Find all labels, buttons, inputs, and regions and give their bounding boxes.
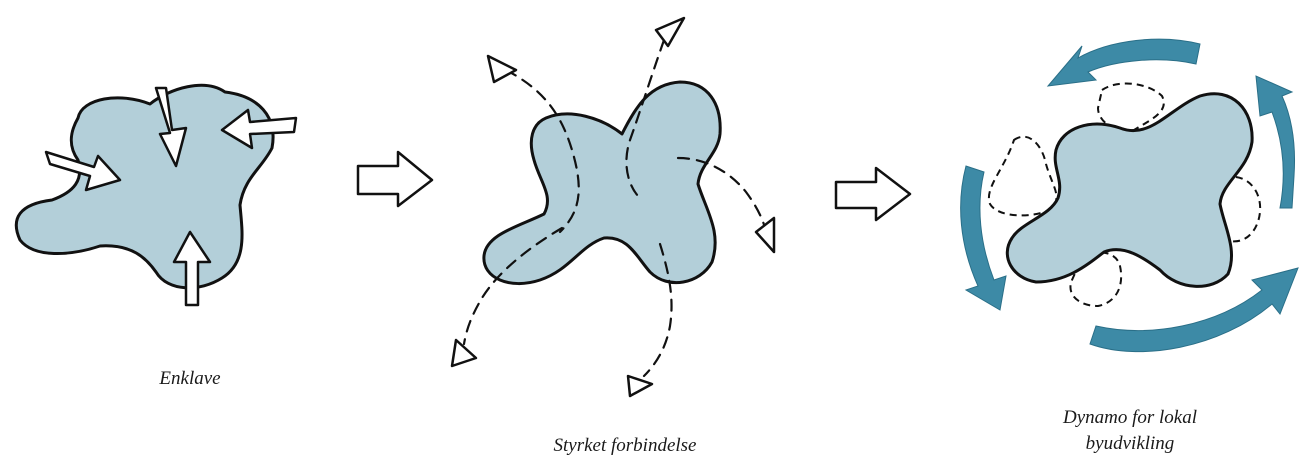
caption-styrket-forbindelse: Styrket forbindelse bbox=[510, 433, 740, 459]
circulation-arrow-icon bbox=[1256, 76, 1295, 208]
caption-dynamo: Dynamo for lokal byudvikling bbox=[1030, 405, 1230, 456]
triangle-arrowhead-icon bbox=[628, 376, 652, 396]
caption-enklave: Enklave bbox=[100, 366, 280, 392]
circulation-arrow-icon bbox=[1048, 39, 1200, 86]
stage-dynamo bbox=[961, 39, 1298, 351]
transition-arrow-icon bbox=[358, 152, 432, 206]
stage-enklave bbox=[16, 85, 296, 305]
dashed-satellite-blob bbox=[989, 137, 1057, 216]
enklave-blob bbox=[16, 85, 273, 288]
transition-arrow-icon bbox=[836, 168, 910, 220]
triangle-arrowhead-icon bbox=[656, 18, 684, 46]
triangle-arrowhead-icon bbox=[756, 218, 774, 252]
styrket-blob bbox=[484, 82, 720, 284]
caption-dynamo-line2: byudvikling bbox=[1030, 431, 1230, 457]
stage-styrket bbox=[452, 18, 774, 396]
triangle-arrowhead-icon bbox=[488, 56, 516, 82]
caption-dynamo-line1: Dynamo for lokal bbox=[1030, 405, 1230, 431]
